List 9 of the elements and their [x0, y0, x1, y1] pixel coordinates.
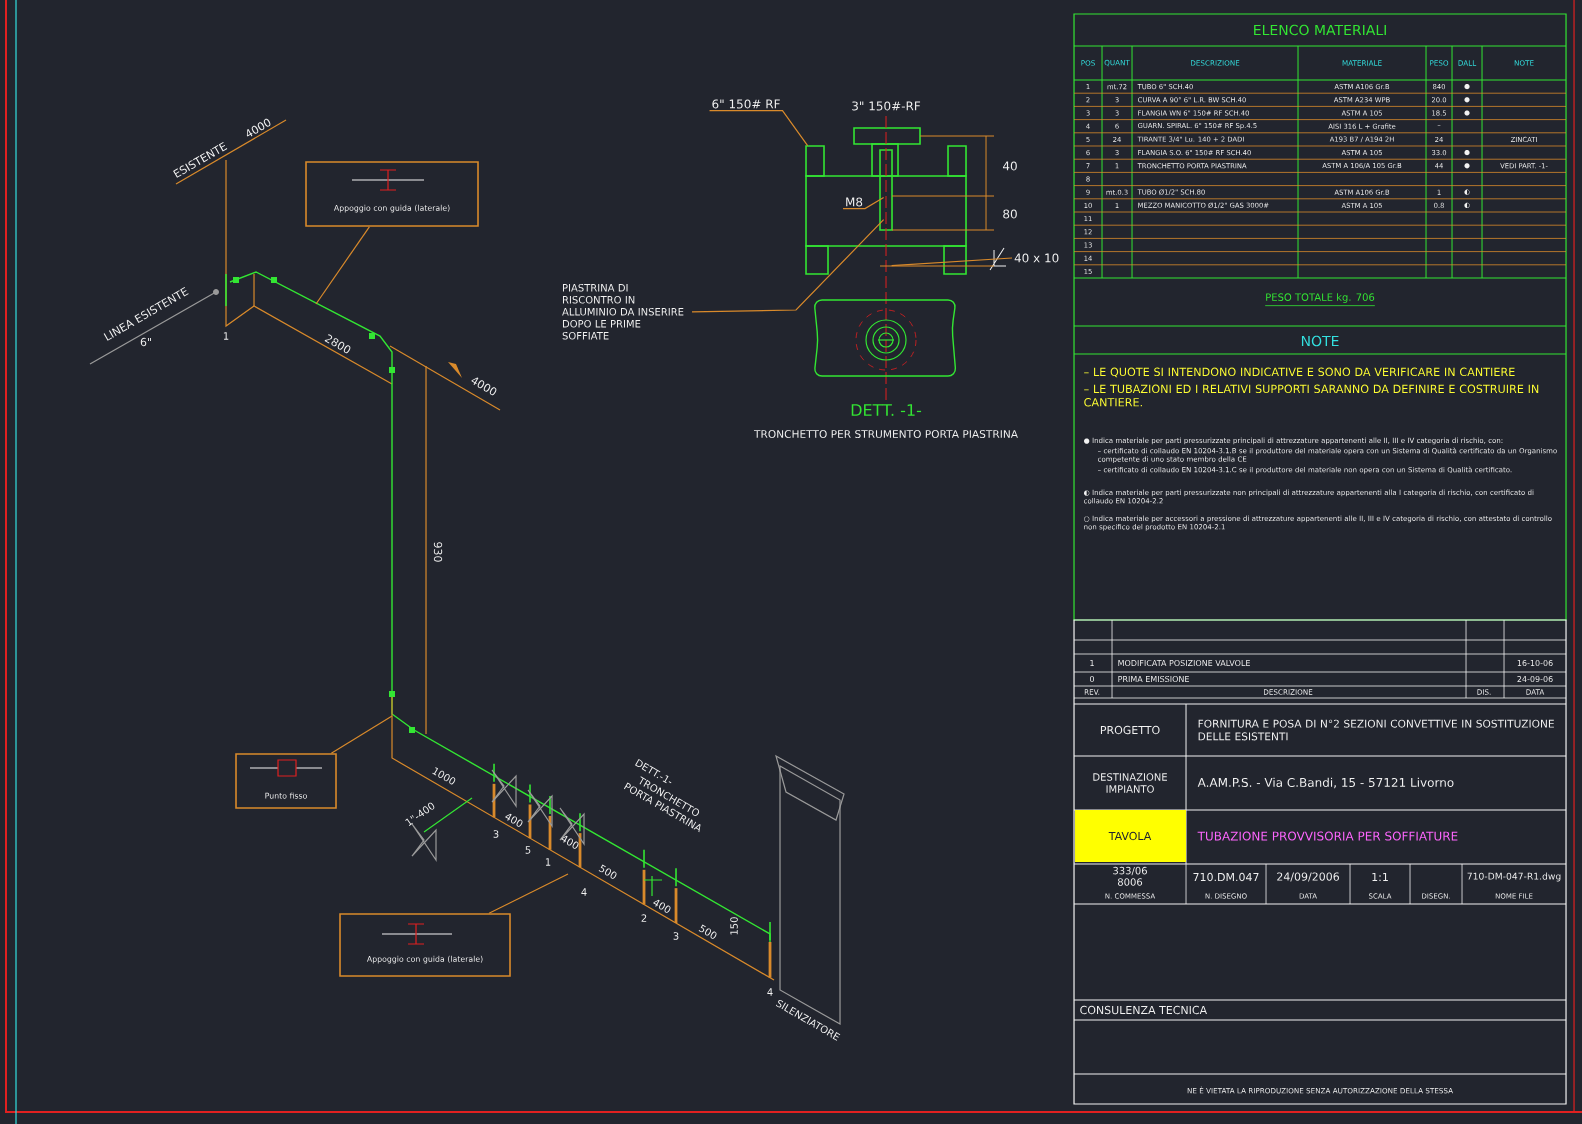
leader-line [842, 197, 885, 210]
leader-line [488, 873, 569, 914]
leader-line [330, 715, 393, 754]
detail-drawing [805, 115, 995, 401]
detail-title: DETT. -1- [851, 404, 922, 416]
leader-line [708, 109, 809, 147]
leader-line [691, 219, 885, 313]
leader-line [891, 257, 1013, 267]
leader-line [315, 226, 370, 305]
